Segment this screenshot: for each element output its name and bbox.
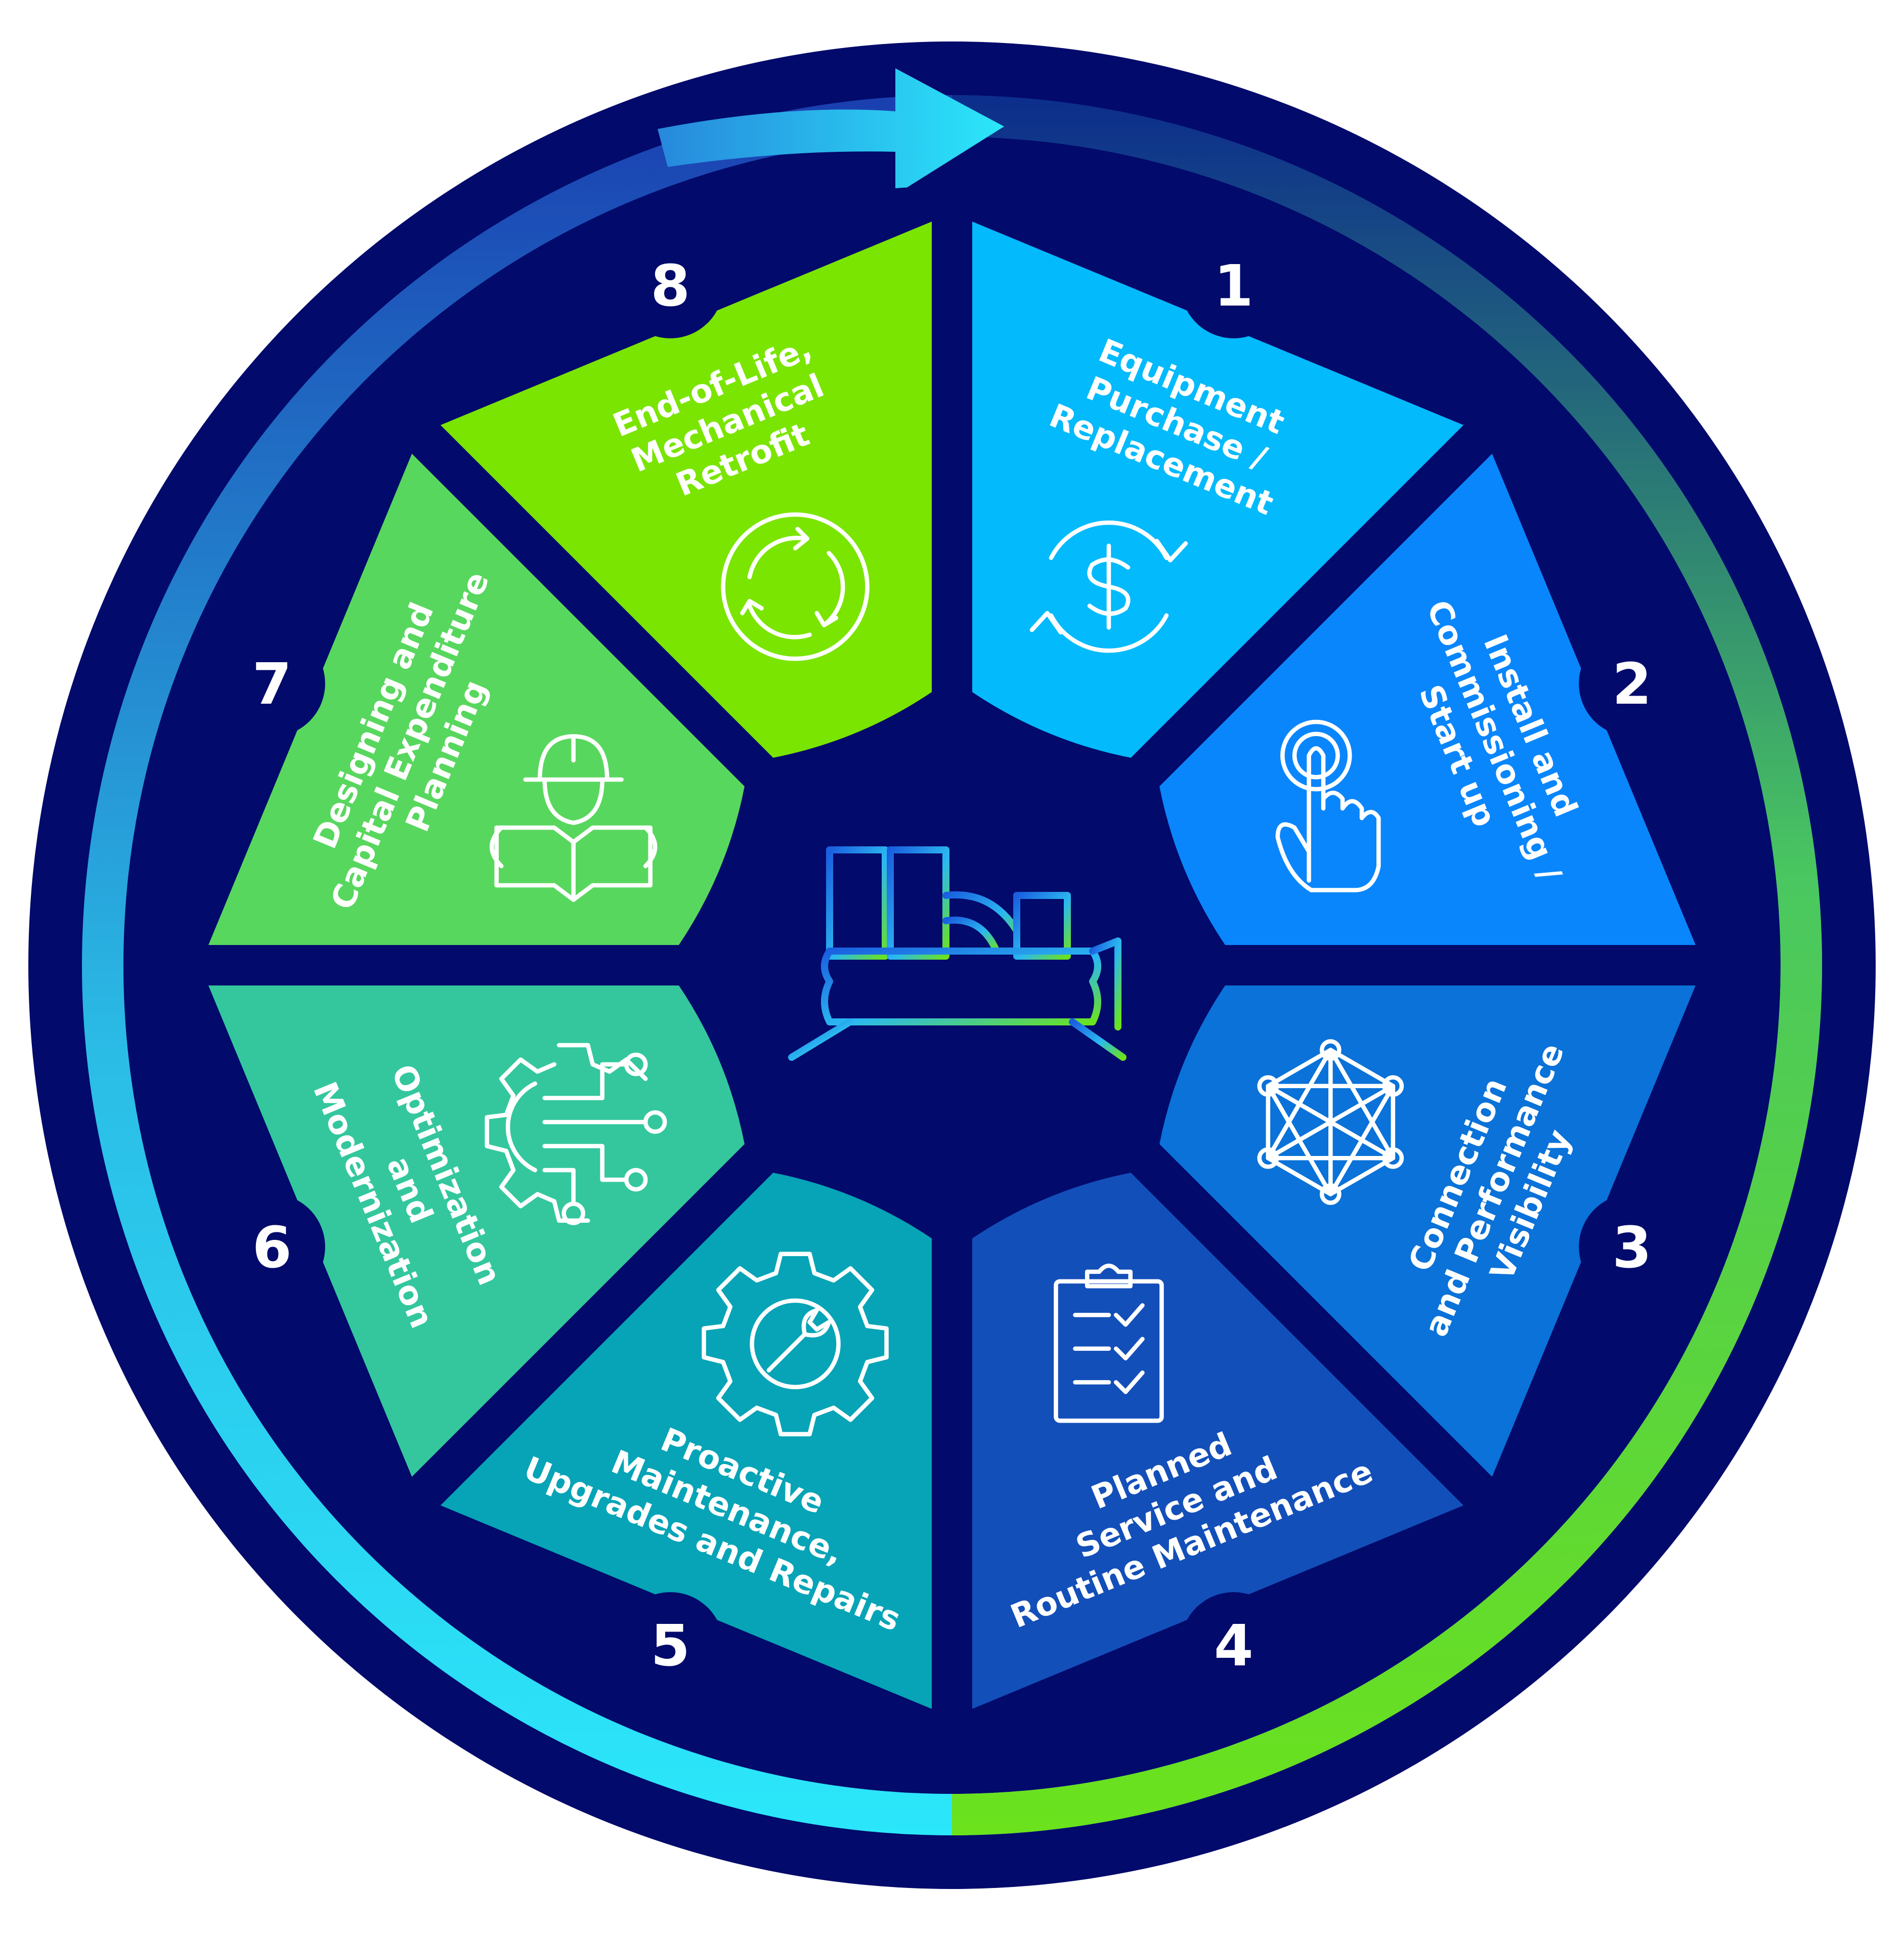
inner-disc — [173, 186, 1731, 1744]
segment-3 — [1159, 985, 1696, 1477]
segment-5 — [440, 1173, 932, 1709]
step-badge — [1579, 630, 1685, 737]
step-number: 7 — [252, 652, 292, 717]
checklist-icon — [1054, 1263, 1164, 1423]
step-number: 8 — [651, 253, 690, 319]
numbers-layer: 1 2 3 4 5 6 7 8 — [219, 232, 1685, 1699]
step-number: 5 — [651, 1613, 690, 1679]
cycle-arrow-icon — [658, 68, 1004, 195]
step-badge — [219, 630, 325, 737]
chiller-equipment-icon — [775, 846, 1127, 1061]
gear-circuit-icon — [485, 1043, 667, 1225]
network-icon — [1257, 1039, 1404, 1205]
step-badge — [219, 1193, 325, 1300]
segment-2 — [1159, 453, 1696, 945]
step-badge — [617, 1592, 724, 1699]
segment-1 — [972, 222, 1464, 758]
step-badge — [617, 232, 724, 338]
step-badge — [1180, 1592, 1287, 1699]
step-number: 2 — [1612, 652, 1652, 717]
step-number: 1 — [1214, 253, 1253, 319]
engineer-blueprint-icon — [489, 734, 658, 902]
step-number: 3 — [1612, 1215, 1652, 1281]
step-number: 4 — [1214, 1613, 1253, 1679]
gear-wrench-icon — [702, 1252, 889, 1437]
recycle-cycle-icon — [721, 512, 870, 661]
step-badge — [1579, 1193, 1685, 1300]
segment-8 — [440, 222, 932, 758]
segment-4 — [972, 1173, 1464, 1709]
touch-hand-icon — [1275, 719, 1381, 892]
segment-7 — [208, 453, 745, 945]
step-number: 6 — [252, 1215, 292, 1281]
dollar-cycle-icon — [1029, 520, 1188, 653]
progress-ring — [82, 68, 1822, 1835]
step-badge — [1180, 232, 1287, 338]
segment-6 — [208, 985, 745, 1477]
